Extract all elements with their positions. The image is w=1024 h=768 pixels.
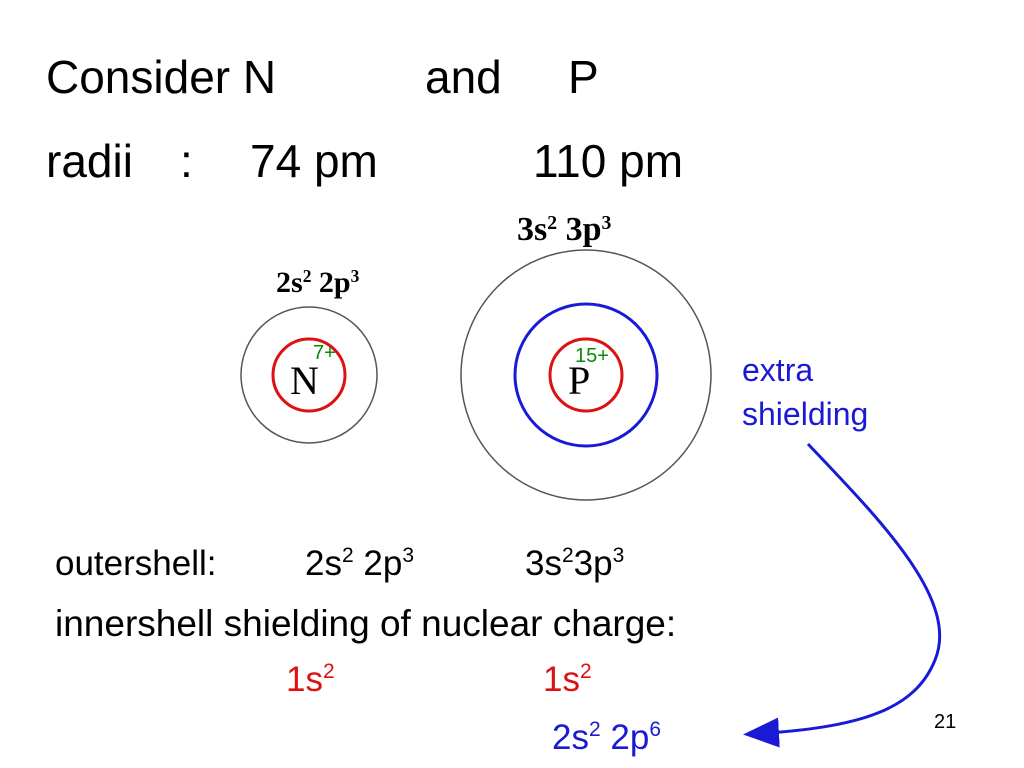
outershell-label: outershell: xyxy=(55,544,217,583)
nitrogen-inner-shell xyxy=(271,337,347,413)
innershell-label: innershell shielding of nuclear charge: xyxy=(55,603,677,644)
p-radius: 110 pm xyxy=(533,135,684,187)
phosphorus-inner-shell xyxy=(548,337,624,413)
nitrogen-charge: 7+ xyxy=(313,342,336,364)
phosphorus-middle-shell xyxy=(513,302,659,448)
extra-shielding-line1: extra xyxy=(742,352,814,388)
extra-shielding-line2: shielding xyxy=(742,396,869,432)
innershell-n: 1s2 xyxy=(286,660,335,699)
phosphorus-symbol: P xyxy=(568,358,591,403)
nitrogen-symbol: N xyxy=(290,358,319,403)
n-radius: 74 pm xyxy=(250,135,378,187)
title-p: P xyxy=(568,51,599,103)
phosphorus-charge: 15+ xyxy=(575,345,609,367)
nitrogen-outer-shell xyxy=(240,306,378,444)
extra-shielding-arrow xyxy=(743,442,942,748)
nitrogen-config: 2s2 2p3 xyxy=(276,266,360,299)
radii-label: radii xyxy=(46,135,133,187)
radii-colon: : xyxy=(180,135,193,187)
outershell-p: 3s23p3 xyxy=(525,544,625,583)
outershell-n: 2s2 2p3 xyxy=(305,544,415,583)
innershell-p-extra: 2s2 2p6 xyxy=(552,718,662,757)
title-and: and xyxy=(425,51,502,103)
slide-number: 21 xyxy=(934,711,957,733)
phosphorus-config: 3s2 3p3 xyxy=(517,211,612,248)
title-consider: Consider N xyxy=(46,51,277,103)
phosphorus-outer-shell xyxy=(460,249,712,501)
innershell-p: 1s2 xyxy=(543,660,592,699)
